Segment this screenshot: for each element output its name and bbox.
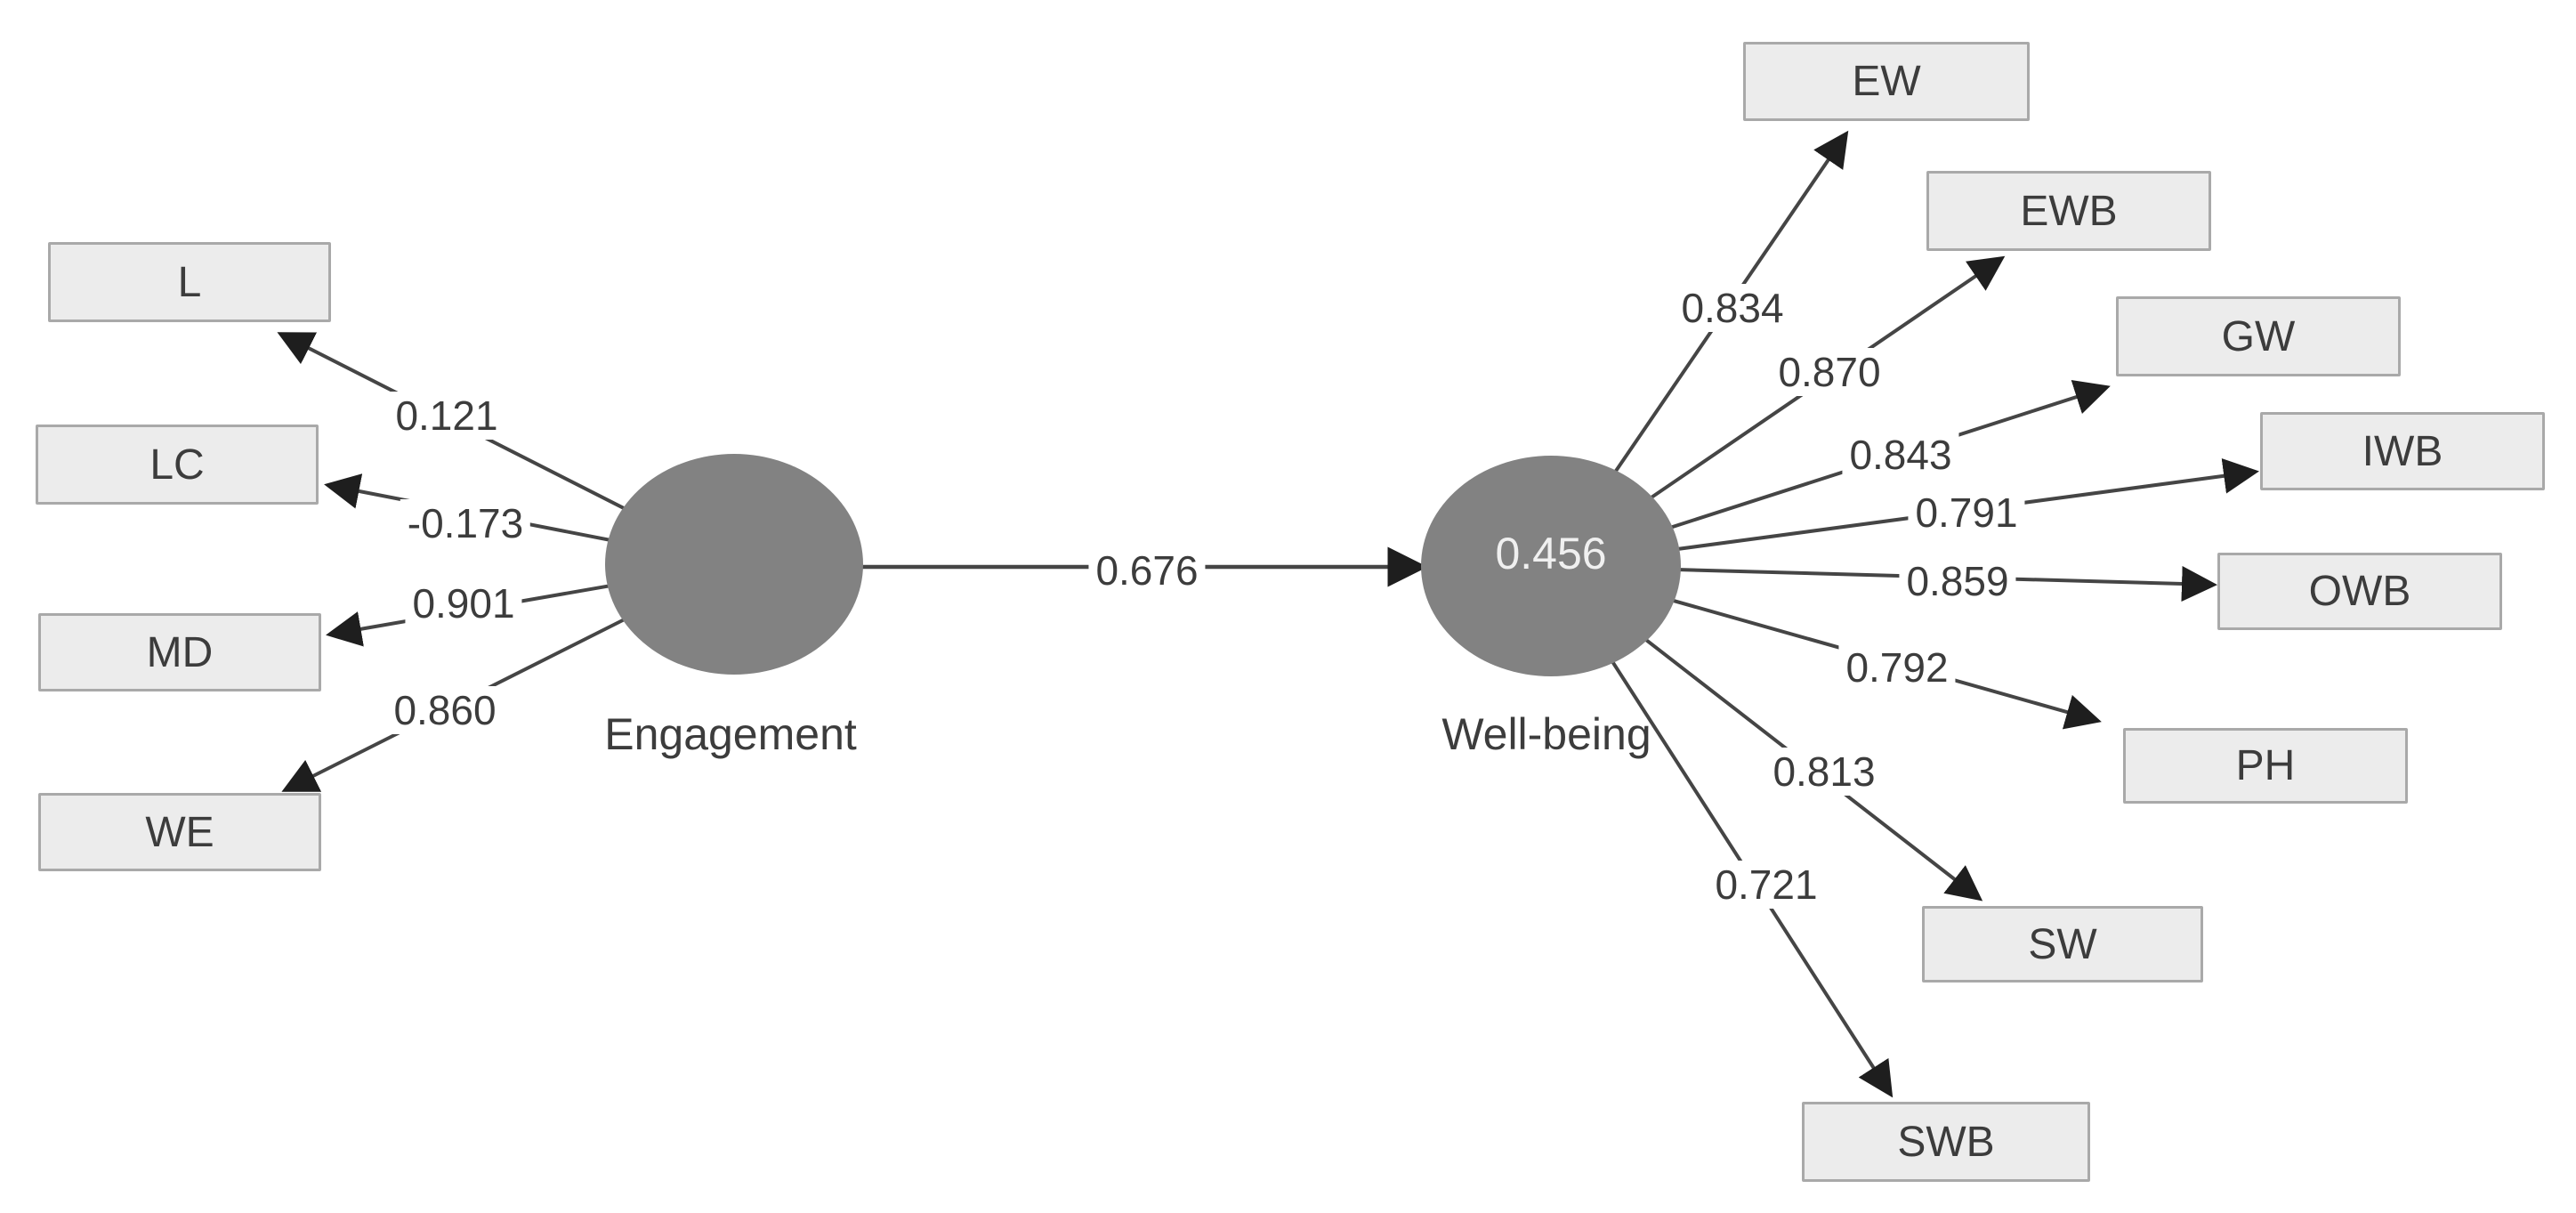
loading-label-md: 0.901 (405, 579, 522, 627)
loading-label-l: 0.121 (388, 392, 505, 440)
indicator-label-iwb: IWB (2362, 427, 2443, 475)
indicator-label-we: WE (145, 808, 214, 856)
indicator-label-gw: GW (2221, 312, 2296, 360)
indicator-box-ph[interactable]: PH (2123, 728, 2408, 804)
indicator-box-lc[interactable]: LC (36, 425, 319, 505)
latent-label-wellbeing: Well-being (1441, 709, 1651, 759)
indicator-label-md: MD (146, 628, 214, 676)
indicator-box-md[interactable]: MD (38, 613, 321, 691)
indicator-box-we[interactable]: WE (38, 793, 321, 871)
loading-label-we: 0.860 (386, 686, 504, 734)
indicator-label-lc: LC (149, 441, 205, 489)
indicator-label-sw: SW (2028, 920, 2097, 968)
indicator-box-gw[interactable]: GW (2116, 296, 2401, 376)
loading-label-ewb: 0.870 (1771, 348, 1888, 396)
r-squared-value: 0.456 (1495, 529, 1607, 578)
latent-node-engagement[interactable] (605, 454, 863, 675)
loading-label-gw: 0.843 (1842, 431, 1959, 479)
latent-label-engagement: Engagement (604, 709, 857, 759)
loading-label-ew: 0.834 (1674, 284, 1791, 332)
indicator-label-ew: EW (1852, 58, 1921, 105)
loading-label-sw: 0.813 (1765, 748, 1883, 796)
indicator-box-owb[interactable]: OWB (2217, 553, 2502, 630)
indicator-box-swb[interactable]: SWB (1802, 1102, 2090, 1182)
indicator-box-ew[interactable]: EW (1743, 42, 2030, 121)
loading-label-owb: 0.859 (1899, 557, 2016, 605)
indicator-label-ewb: EWB (2020, 187, 2118, 235)
loading-label-iwb: 0.791 (1908, 489, 2025, 537)
indicator-label-swb: SWB (1897, 1118, 1995, 1166)
indicator-label-l: L (177, 258, 202, 306)
loading-label-swb: 0.721 (1708, 861, 1825, 909)
path-coefficient-label: 0.676 (1088, 546, 1206, 594)
indicator-box-sw[interactable]: SW (1922, 906, 2203, 983)
indicator-box-iwb[interactable]: IWB (2260, 412, 2545, 490)
indicator-box-ewb[interactable]: EWB (1926, 171, 2211, 251)
indicator-box-l[interactable]: L (48, 242, 331, 322)
indicator-label-ph: PH (2235, 742, 2296, 789)
indicator-label-owb: OWB (2308, 568, 2411, 615)
latent-node-wellbeing[interactable]: 0.456 (1421, 456, 1681, 676)
loading-label-lc: -0.173 (400, 499, 531, 547)
loading-label-ph: 0.792 (1838, 643, 1956, 691)
